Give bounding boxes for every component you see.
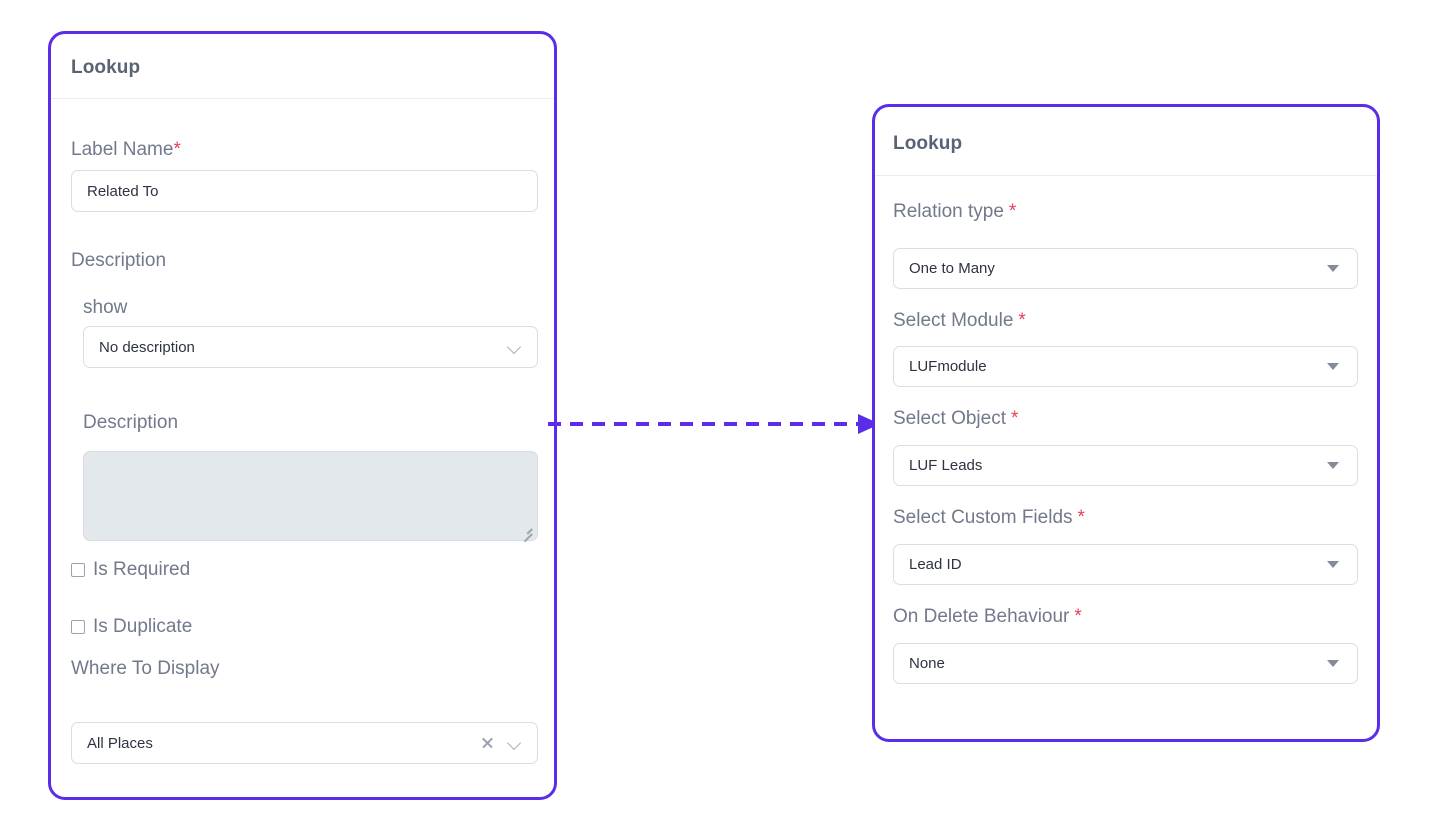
description-show-select[interactable]: No description bbox=[83, 326, 538, 368]
card-title-right: Lookup bbox=[893, 133, 963, 154]
is-duplicate-checkbox[interactable] bbox=[71, 619, 85, 634]
description-text-label: Description bbox=[83, 412, 179, 433]
label-name-field: Label Name* bbox=[71, 140, 181, 159]
select-object-value: LUF Leads bbox=[909, 458, 983, 473]
is-required-checkbox-row[interactable]: Is Required bbox=[71, 560, 190, 579]
header-divider bbox=[51, 98, 554, 99]
label-name-label: Label Name* bbox=[71, 139, 181, 160]
card-body-left: Label Name* Related To Description show … bbox=[51, 34, 554, 797]
lookup-relation-settings-card: Lookup Relation type* One to Many Select… bbox=[872, 104, 1380, 742]
header-divider bbox=[875, 175, 1377, 176]
is-required-checkbox[interactable] bbox=[71, 562, 85, 577]
select-custom-fields-label: Select Custom Fields* bbox=[893, 507, 1085, 528]
select-object-select[interactable]: LUF Leads bbox=[893, 445, 1358, 486]
on-delete-behaviour-label: On Delete Behaviour* bbox=[893, 606, 1082, 627]
chevron-down-icon[interactable] bbox=[507, 339, 523, 355]
required-asterisk: * bbox=[1008, 201, 1017, 222]
card-body-right: Relation type* One to Many Select Module… bbox=[875, 107, 1377, 739]
lookup-field-settings-card: Lookup Label Name* Related To Descriptio… bbox=[48, 31, 557, 800]
description-show-value: No description bbox=[99, 339, 195, 355]
card-header: Lookup bbox=[51, 34, 554, 797]
select-module-label: Select Module* bbox=[893, 310, 1026, 331]
card-header: Lookup bbox=[875, 107, 1377, 739]
label-name-value: Related To bbox=[87, 183, 159, 199]
on-delete-behaviour-select[interactable]: None bbox=[893, 643, 1358, 684]
connector-svg bbox=[548, 414, 880, 434]
where-to-display-label: Where To Display bbox=[71, 658, 220, 679]
select-object-label: Select Object* bbox=[893, 408, 1019, 429]
where-to-display-value: All Places bbox=[87, 735, 153, 751]
caret-down-icon[interactable] bbox=[1327, 363, 1339, 370]
required-asterisk: * bbox=[1011, 408, 1019, 429]
required-asterisk: * bbox=[1018, 310, 1026, 331]
is-required-label: Is Required bbox=[93, 559, 191, 580]
on-delete-behaviour-value: None bbox=[909, 656, 945, 671]
resize-handle-icon[interactable] bbox=[520, 524, 533, 542]
caret-down-icon[interactable] bbox=[1327, 660, 1339, 667]
arrowhead-icon bbox=[858, 414, 880, 434]
relation-type-label: Relation type* bbox=[893, 201, 1017, 222]
required-asterisk: * bbox=[1077, 507, 1085, 528]
card-title-left: Lookup bbox=[71, 57, 141, 78]
is-duplicate-label: Is Duplicate bbox=[93, 616, 193, 637]
is-duplicate-checkbox-row[interactable]: Is Duplicate bbox=[71, 617, 192, 636]
show-label: show bbox=[83, 297, 128, 318]
required-asterisk: * bbox=[173, 139, 181, 160]
caret-down-icon[interactable] bbox=[1327, 265, 1339, 272]
select-module-value: LUFmodule bbox=[909, 359, 987, 374]
select-custom-fields-value: Lead ID bbox=[909, 557, 962, 572]
description-textarea[interactable] bbox=[83, 451, 538, 542]
label-name-input[interactable]: Related To bbox=[71, 170, 538, 212]
chevron-down-icon[interactable] bbox=[507, 735, 523, 751]
select-custom-fields-select[interactable]: Lead ID bbox=[893, 544, 1358, 585]
description-group-label: Description bbox=[71, 250, 167, 271]
close-icon[interactable] bbox=[481, 736, 495, 750]
where-to-display-select[interactable]: All Places bbox=[71, 722, 538, 764]
caret-down-icon[interactable] bbox=[1327, 561, 1339, 568]
relation-type-value: One to Many bbox=[909, 261, 995, 276]
relation-type-select[interactable]: One to Many bbox=[893, 248, 1358, 289]
dashed-arrow-connector bbox=[548, 404, 884, 444]
required-asterisk: * bbox=[1074, 606, 1082, 627]
caret-down-icon[interactable] bbox=[1327, 462, 1339, 469]
select-module-select[interactable]: LUFmodule bbox=[893, 346, 1358, 387]
